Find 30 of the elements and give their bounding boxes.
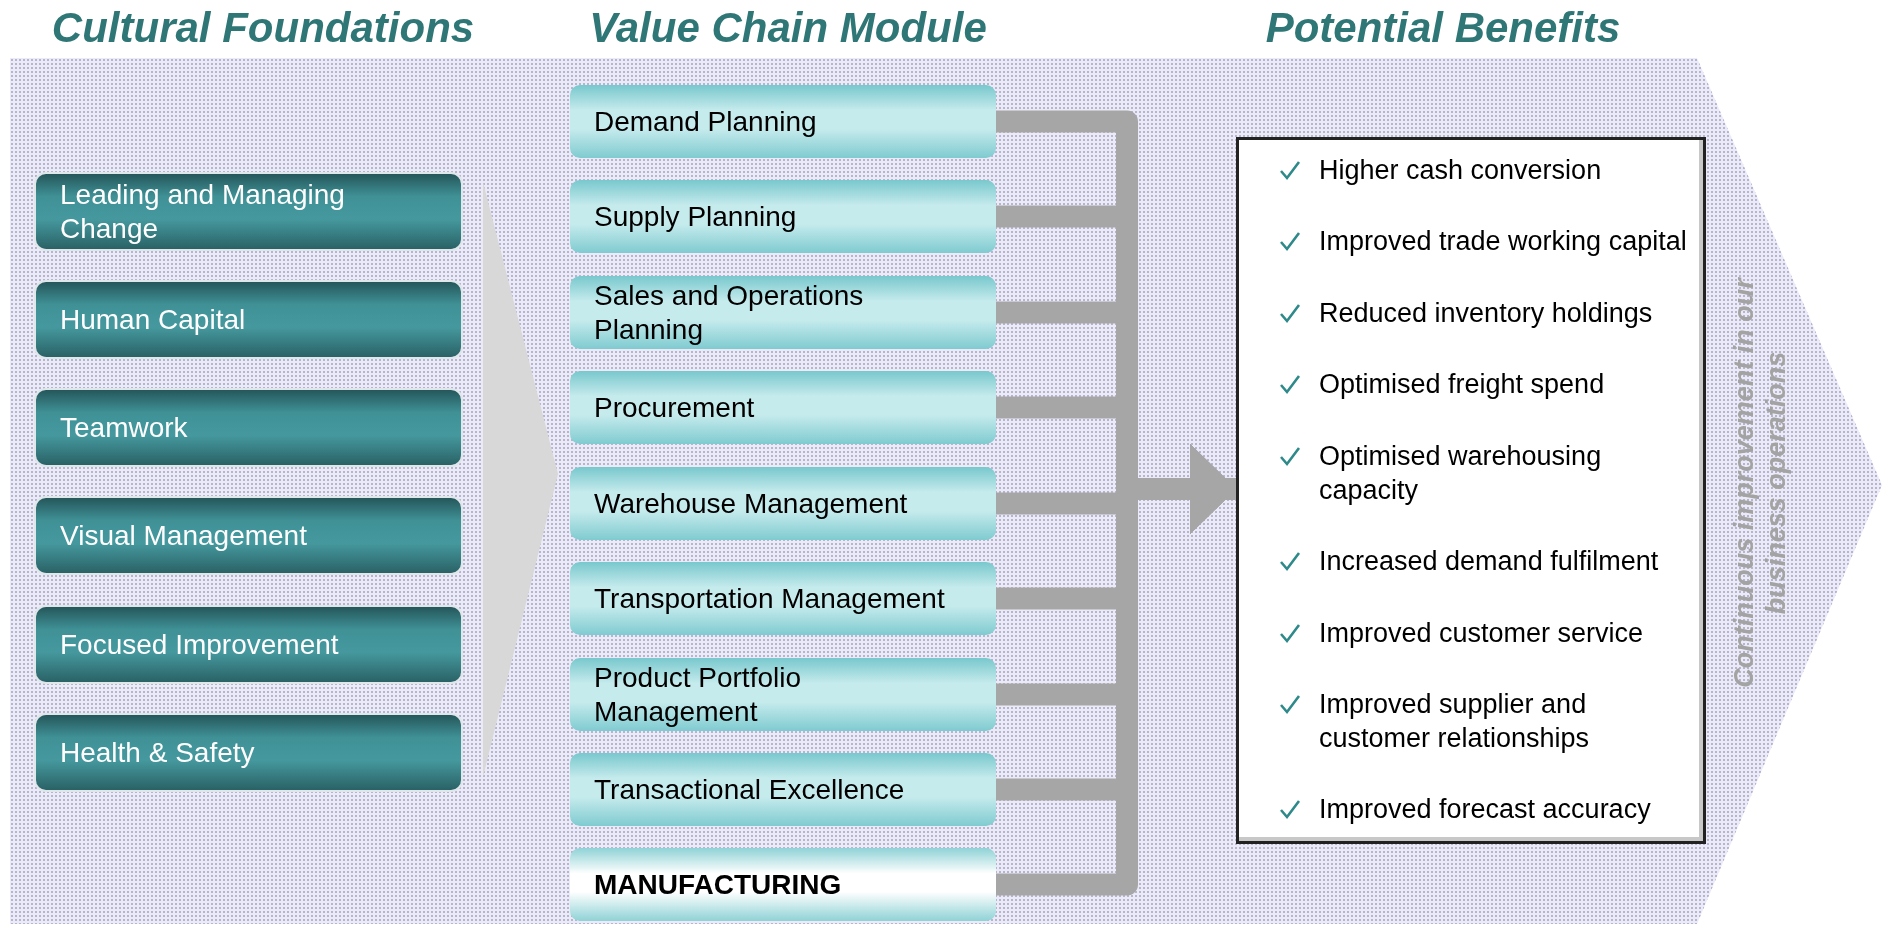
- benefit-text: Improved trade working capital: [1319, 225, 1687, 259]
- benefit-text: Reduced inventory holdings: [1319, 296, 1653, 330]
- benefit-text: Improved forecast accuracy: [1319, 793, 1651, 827]
- benefits-box: [1236, 137, 1706, 844]
- module-box: Supply Planning: [570, 180, 996, 253]
- column-heading: Value Chain Module: [589, 4, 987, 52]
- column-heading: Cultural Foundations: [51, 4, 475, 52]
- chevron-band: [10, 58, 1884, 924]
- benefit-text: Higher cash conversion: [1319, 154, 1602, 187]
- vertical-caption: Continuous improvement in our business operations: [1727, 276, 1792, 690]
- benefit-text: Increased demand fulfilment: [1319, 545, 1659, 579]
- benefit-text: Optimised freight spend: [1319, 368, 1605, 402]
- benefit-text: Optimised warehousing capacity: [1319, 439, 1603, 507]
- module-box: Transportation Management: [570, 562, 996, 635]
- module-box: Product Portfolio Management: [570, 658, 996, 731]
- foundation-box: Focused Improvement: [36, 607, 461, 682]
- module-box: Sales and Operations Planning: [570, 276, 996, 349]
- foundation-box: Human Capital: [36, 282, 461, 357]
- module-box: Transactional Excellence: [570, 753, 996, 826]
- foundation-box: Health & Safety: [36, 715, 461, 790]
- module-box: Procurement: [570, 371, 996, 444]
- foundation-box: Teamwork: [36, 390, 461, 465]
- benefit-text: Improved supplier and customer relationships: [1319, 688, 1591, 755]
- column-heading: Potential Benefits: [1265, 4, 1621, 52]
- foundation-box: Visual Management: [36, 498, 461, 573]
- module-box: MANUFACTURING: [570, 848, 996, 921]
- benefit-text: Improved customer service: [1319, 616, 1644, 650]
- module-box: Demand Planning: [570, 85, 996, 158]
- module-box: Warehouse Management: [570, 467, 996, 540]
- foundation-box: Leading and Managing Change: [36, 174, 461, 249]
